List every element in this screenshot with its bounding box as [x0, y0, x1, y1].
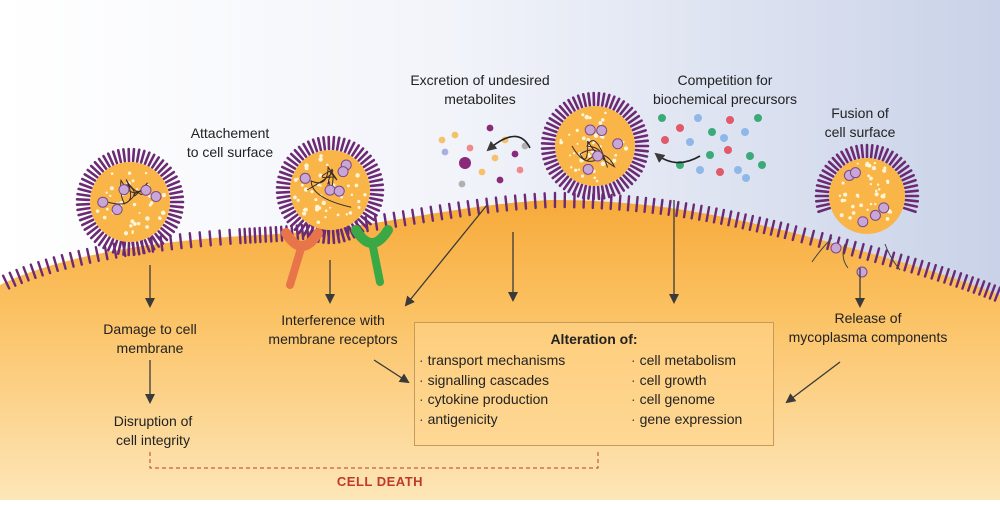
- metabolite: [497, 177, 504, 184]
- precursor: [706, 151, 714, 159]
- precursor: [708, 128, 716, 136]
- ribosome: [98, 197, 108, 207]
- alteration-box: Alteration of: transport mechanisms sign…: [414, 322, 774, 446]
- ribosome: [613, 139, 623, 149]
- precursor: [741, 128, 749, 136]
- ribosome: [593, 151, 603, 161]
- alteration-item: antigenicity: [419, 410, 565, 430]
- metabolite: [492, 155, 499, 162]
- precursor: [716, 168, 724, 176]
- ribosome: [112, 205, 122, 215]
- precursor: [676, 124, 684, 132]
- ribosome: [857, 267, 867, 277]
- ribosome: [119, 185, 129, 195]
- metabolite: [479, 169, 486, 176]
- cell-death-label: CELL DEATH: [300, 474, 460, 489]
- precursor: [661, 136, 669, 144]
- precursor: [742, 174, 750, 182]
- precursor: [686, 138, 694, 146]
- precursor: [720, 134, 728, 142]
- precursor: [696, 166, 704, 174]
- ribosome: [325, 185, 335, 195]
- alteration-item: cell metabolism: [631, 351, 742, 371]
- precursor: [724, 146, 732, 154]
- precursor: [734, 166, 742, 174]
- metabolite: [459, 157, 471, 169]
- precursor: [658, 114, 666, 122]
- ribosome: [300, 173, 310, 183]
- precursor: [758, 161, 766, 169]
- alteration-item: signalling cascades: [419, 371, 565, 391]
- ribosome: [141, 185, 151, 195]
- metabolite: [487, 125, 494, 132]
- metabolite: [459, 181, 466, 188]
- metabolite: [517, 167, 524, 174]
- alteration-item: cell growth: [631, 371, 742, 391]
- ribosome: [858, 217, 868, 227]
- precursor: [746, 152, 754, 160]
- alteration-title: Alteration of:: [415, 331, 773, 347]
- precursor: [726, 116, 734, 124]
- alteration-item: cell genome: [631, 390, 742, 410]
- metabolite: [467, 145, 474, 152]
- metabolite: [452, 132, 459, 139]
- alteration-item: gene expression: [631, 410, 742, 430]
- metabolite: [512, 151, 519, 158]
- ribosome: [585, 125, 595, 135]
- ribosome: [831, 243, 841, 253]
- precursor: [754, 114, 762, 122]
- ribosome: [583, 164, 593, 174]
- metabolite: [442, 149, 449, 156]
- precursor: [694, 114, 702, 122]
- ribosome: [879, 203, 889, 213]
- ribosome: [334, 186, 344, 196]
- ribosome: [870, 210, 880, 220]
- alteration-item: cytokine production: [419, 390, 565, 410]
- alteration-list-left: transport mechanisms signalling cascades…: [419, 351, 565, 429]
- alteration-list-right: cell metabolism cell growth cell genome …: [631, 351, 742, 429]
- metabolite: [439, 137, 446, 144]
- ribosome: [151, 192, 161, 202]
- alteration-item: transport mechanisms: [419, 351, 565, 371]
- ribosome: [597, 126, 607, 136]
- ribosome: [338, 167, 348, 177]
- ribosome: [850, 168, 860, 178]
